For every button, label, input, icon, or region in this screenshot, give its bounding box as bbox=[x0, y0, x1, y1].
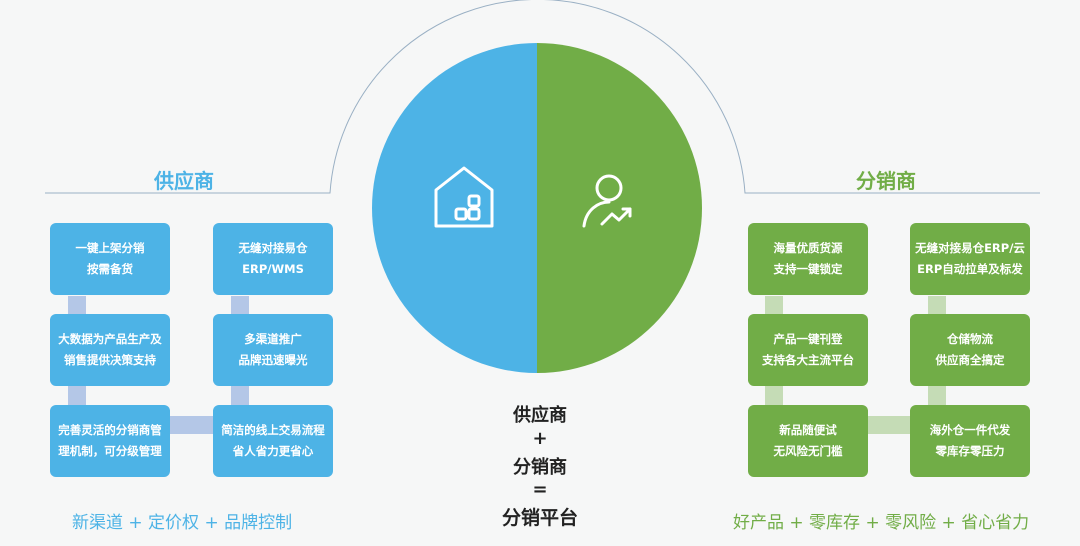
supplier-box: 简洁的线上交易流程省人省力更省心 bbox=[213, 405, 333, 477]
box-line: 销售提供决策支持 bbox=[64, 353, 156, 367]
connector bbox=[928, 296, 946, 314]
supplier-footer: 新渠道 + 定价权 + 品牌控制 bbox=[72, 513, 293, 533]
center-line-supplier: 供应商 bbox=[513, 405, 567, 426]
box-line: 一键上架分销 bbox=[75, 241, 145, 255]
connector bbox=[231, 296, 249, 314]
supplier-box: 无缝对接易仓 ERP/WMS bbox=[213, 223, 333, 295]
connector bbox=[928, 386, 946, 405]
distributor-box: 产品一键刊登支持各大主流平台 bbox=[748, 314, 868, 386]
box-line: 品牌迅速曝光 bbox=[238, 353, 308, 367]
box-line: 产品一键刊登 bbox=[773, 332, 843, 346]
supplier-half-circle bbox=[372, 43, 537, 373]
box-line: 海量优质货源 bbox=[773, 241, 843, 255]
box-line: 按需备货 bbox=[87, 262, 133, 276]
warehouse-icon bbox=[434, 166, 494, 228]
supplier-box: 一键上架分销按需备货 bbox=[50, 223, 170, 295]
box-line: 大数据为产品生产及 bbox=[58, 332, 162, 346]
center-line-distributor: 分销商 bbox=[513, 457, 567, 478]
center-equals: = bbox=[532, 479, 548, 500]
distributor-box: 海量优质货源支持一键锁定 bbox=[748, 223, 868, 295]
box-line: 支持一键锁定 bbox=[773, 262, 843, 276]
distributor-box: 仓储物流供应商全搞定 bbox=[910, 314, 1030, 386]
box-line: 无风险无门槛 bbox=[773, 444, 843, 458]
supplier-title: 供应商 bbox=[154, 169, 214, 193]
connector bbox=[68, 296, 86, 314]
box-line: 新品随便试 bbox=[779, 423, 837, 437]
distributor-box: 无缝对接易仓ERP/云 ERP自动拉单及标发 bbox=[910, 223, 1030, 295]
box-line: 零库存零压力 bbox=[935, 444, 1005, 458]
box-line: ERP/WMS bbox=[242, 262, 304, 276]
box-line: 省人省力更省心 bbox=[232, 444, 314, 458]
center-plus: + bbox=[532, 428, 548, 449]
distributor-half-circle bbox=[537, 43, 702, 373]
connector bbox=[231, 386, 249, 405]
box-line: 简洁的线上交易流程 bbox=[221, 423, 325, 437]
box-line: 无缝对接易仓 bbox=[238, 241, 308, 255]
supplier-box: 大数据为产品生产及销售提供决策支持 bbox=[50, 314, 170, 386]
box-line: 完善灵活的分销商管 bbox=[58, 423, 162, 437]
supplier-box: 完善灵活的分销商管理机制，可分级管理 bbox=[50, 405, 170, 477]
distributor-title: 分销商 bbox=[856, 169, 916, 193]
connector bbox=[765, 296, 783, 314]
distributor-box: 海外仓一件代发零库存零压力 bbox=[910, 405, 1030, 477]
center-result: 分销平台 bbox=[501, 507, 578, 529]
connector bbox=[68, 386, 86, 405]
box-line: 仓储物流 bbox=[947, 332, 993, 346]
box-line: 供应商全搞定 bbox=[935, 353, 1005, 367]
box-line: 海外仓一件代发 bbox=[929, 423, 1011, 437]
box-line: 多渠道推广 bbox=[244, 332, 302, 346]
user-growth-icon bbox=[582, 174, 632, 228]
distributor-box: 新品随便试无风险无门槛 bbox=[748, 405, 868, 477]
supplier-box: 多渠道推广品牌迅速曝光 bbox=[213, 314, 333, 386]
box-line: ERP自动拉单及标发 bbox=[917, 262, 1023, 276]
distributor-footer: 好产品 + 零库存 + 零风险 + 省心省力 bbox=[733, 513, 1030, 533]
box-line: 支持各大主流平台 bbox=[762, 353, 854, 367]
connector bbox=[170, 416, 213, 434]
outer-arc bbox=[45, 0, 1040, 194]
connector bbox=[765, 386, 783, 405]
connector bbox=[868, 416, 910, 434]
box-line: 理机制，可分级管理 bbox=[58, 444, 162, 458]
box-line: 无缝对接易仓ERP/云 bbox=[915, 241, 1025, 255]
